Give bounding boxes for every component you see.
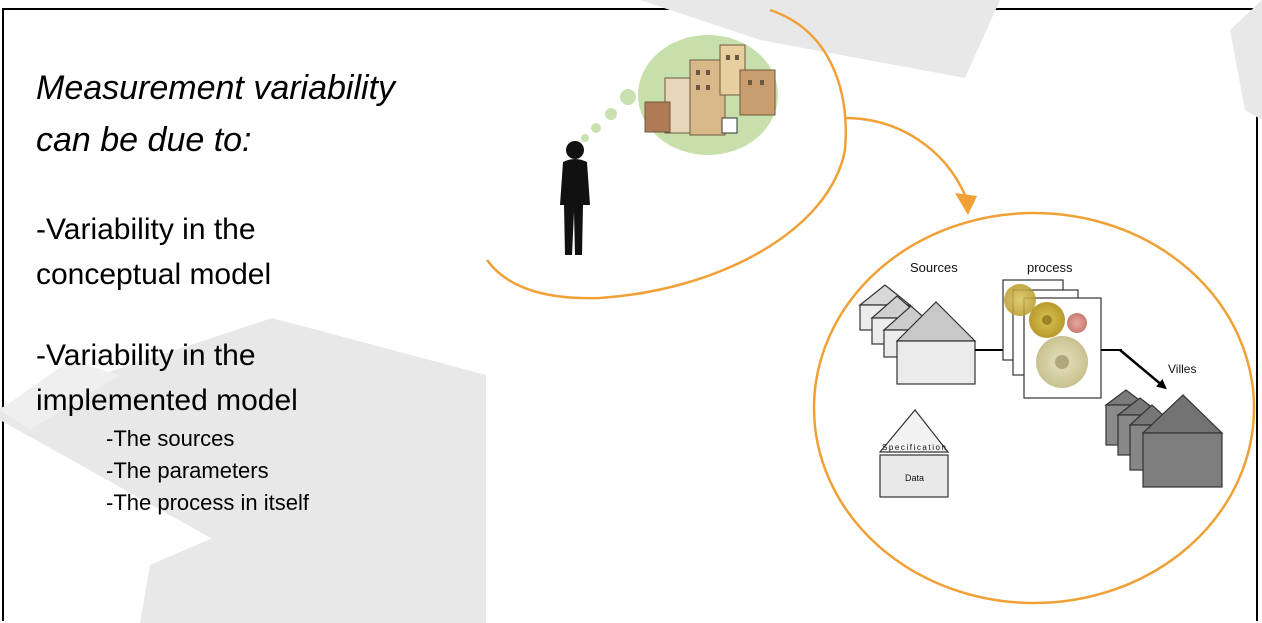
sub-item-process: -The process in itself xyxy=(106,490,309,515)
orange-arrow xyxy=(844,116,967,196)
bullet-1-line-1: -Variability in the xyxy=(36,213,256,246)
implementation-ellipse xyxy=(812,211,1256,605)
sub-item-sources: -The sources xyxy=(106,426,235,451)
thought-bubble-mid xyxy=(605,108,617,120)
person-silhouette-icon xyxy=(560,141,590,255)
label-process: process xyxy=(1027,260,1073,275)
heading-line-2: can be due to: xyxy=(36,121,252,159)
text-block: Measurement variability can be due to: -… xyxy=(36,62,395,519)
gear-icons xyxy=(1004,284,1088,388)
label-villes: Villes xyxy=(1168,362,1196,376)
bullet-1-line-2: conceptual model xyxy=(36,258,272,291)
villes-stack-icon xyxy=(1104,389,1224,488)
label-specification: Specification xyxy=(882,443,946,452)
villes-arrow xyxy=(1119,349,1167,390)
thought-bubble-small xyxy=(591,123,601,133)
bullet-2-line-2: implemented model xyxy=(36,384,298,417)
bullet-2-line-1: -Variability in the xyxy=(36,339,256,372)
city-sketch-icon xyxy=(644,44,776,136)
conceptual-ellipse xyxy=(485,8,847,300)
label-sources: Sources xyxy=(910,260,958,275)
thought-bubble-large xyxy=(620,89,636,105)
orange-arrow-head xyxy=(955,193,977,215)
slide-frame xyxy=(2,8,1258,621)
sources-stack-icon xyxy=(858,284,977,385)
sub-item-parameters: -The parameters xyxy=(106,458,269,483)
label-data: Data xyxy=(905,473,924,483)
heading-line-1: Measurement variability xyxy=(36,69,396,107)
specification-data-icon xyxy=(878,409,950,498)
